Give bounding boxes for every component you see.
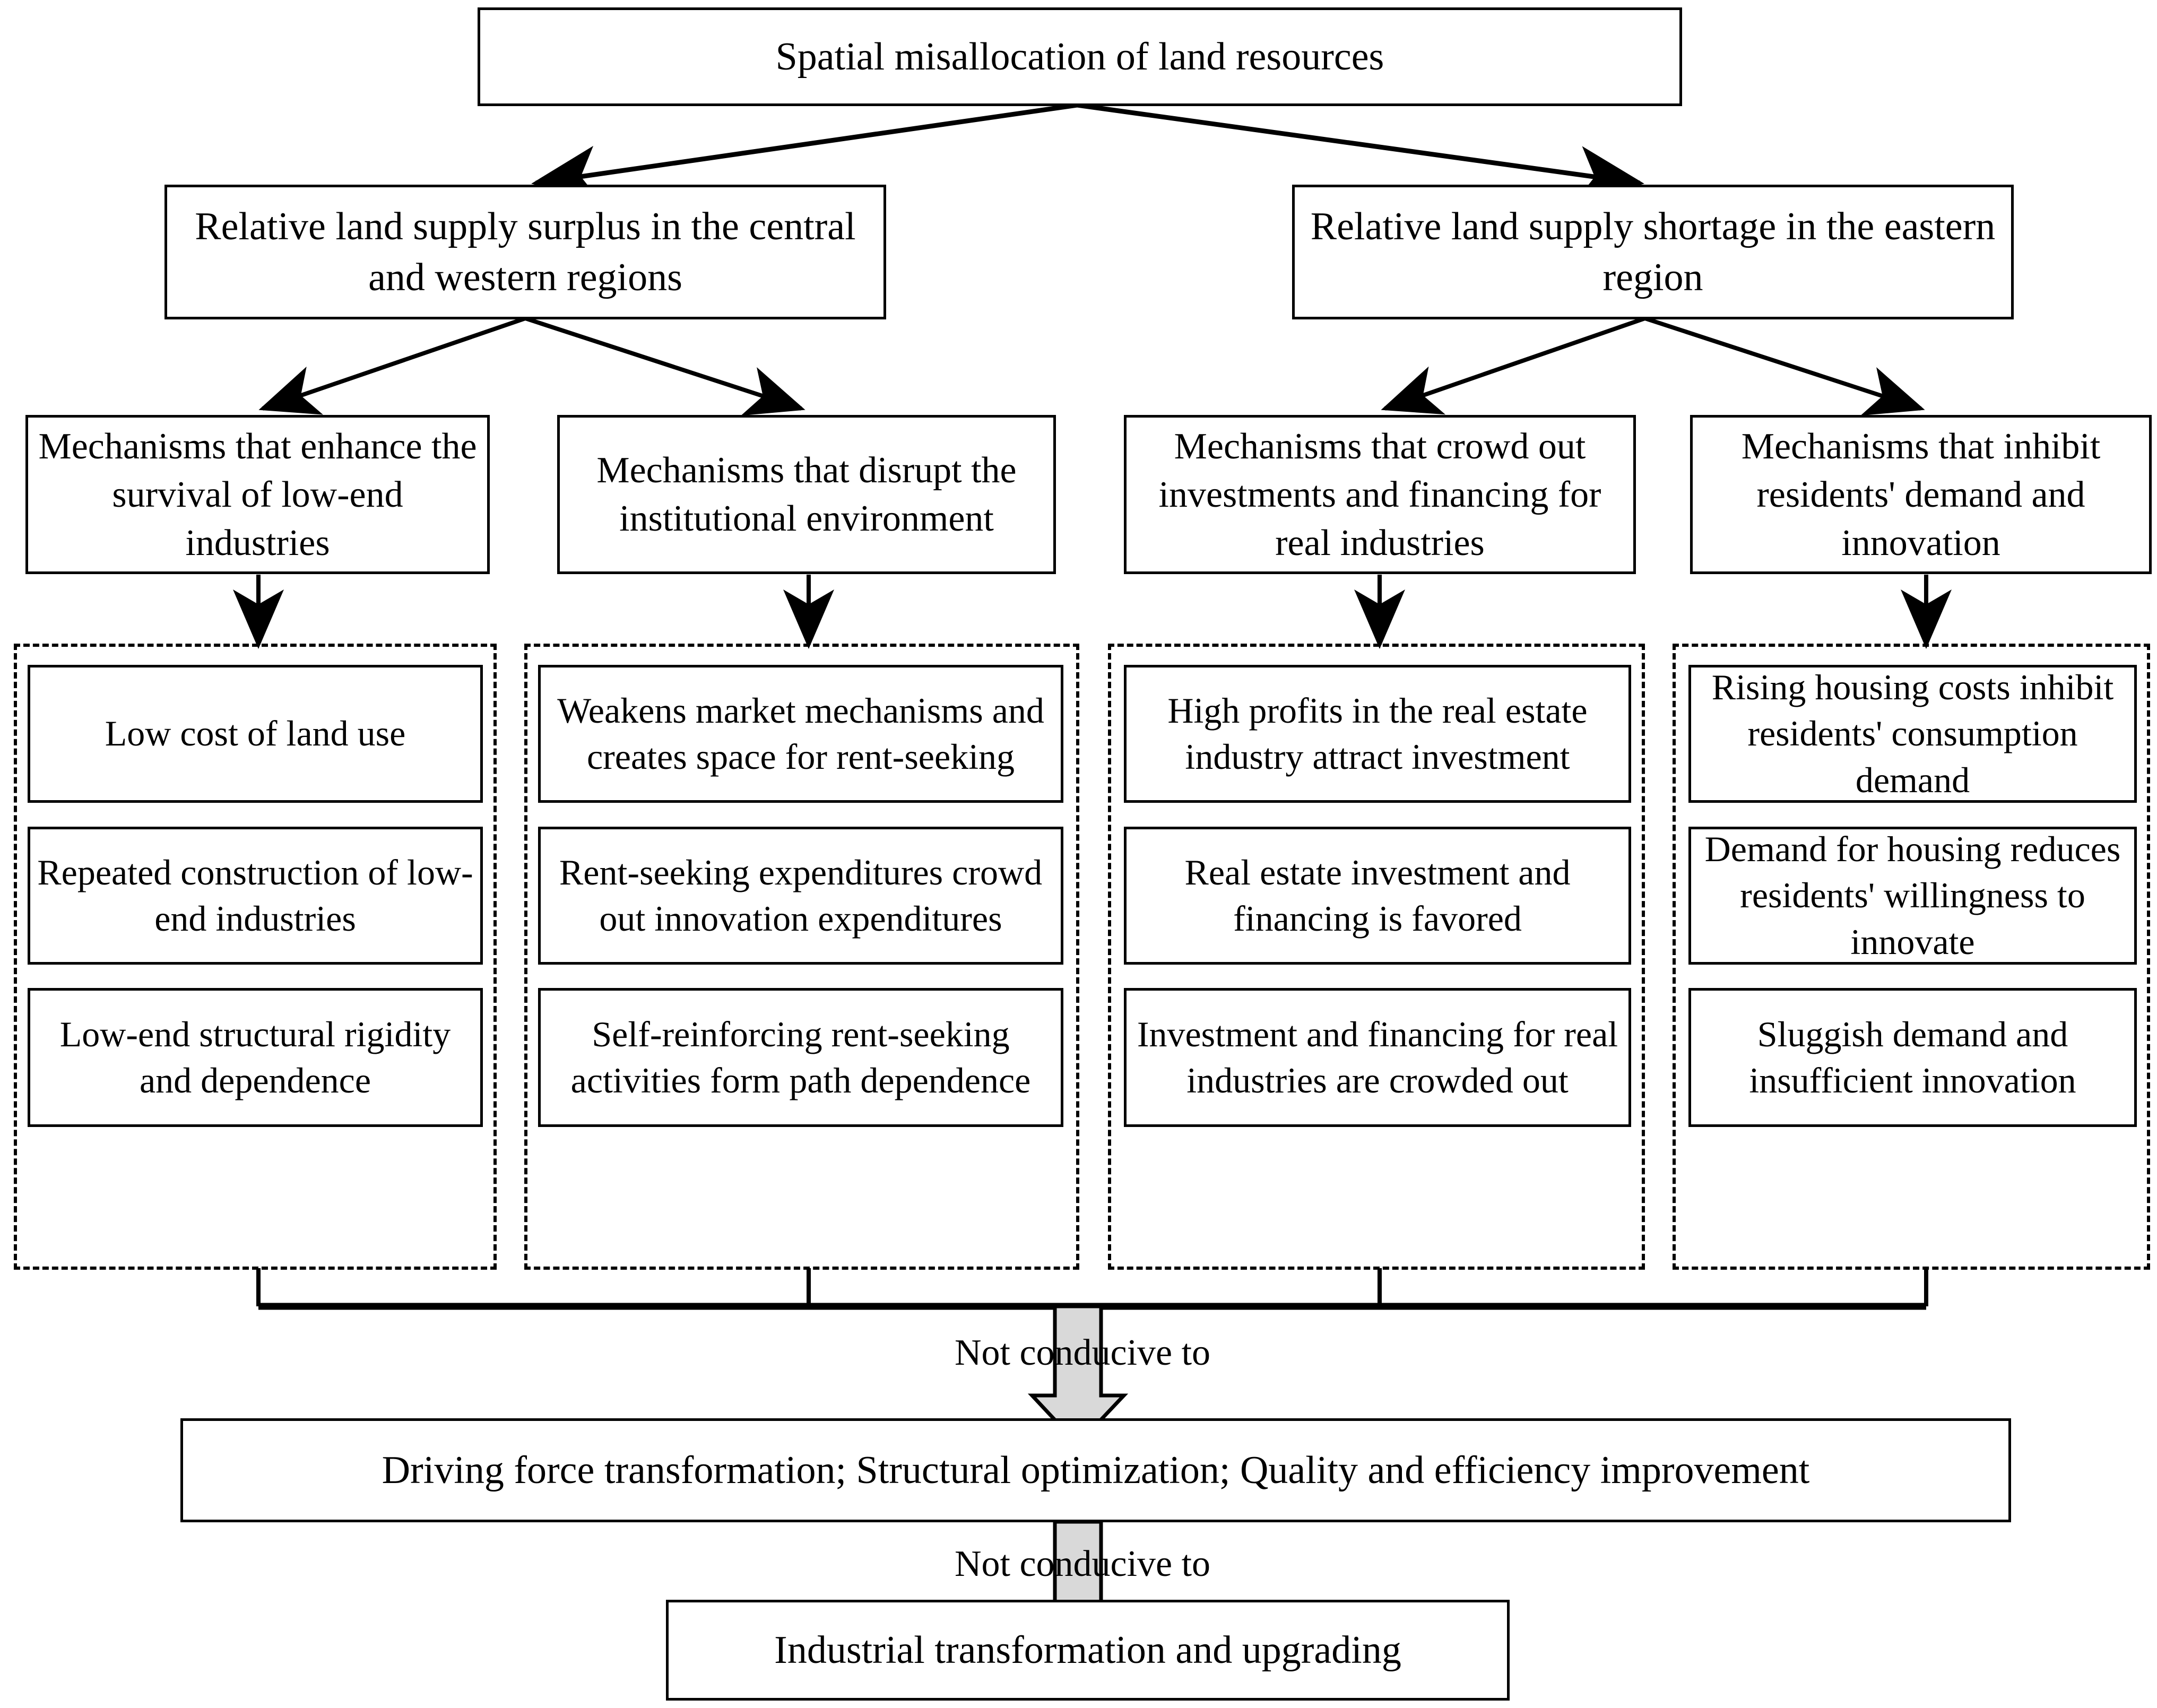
leaf-g3-3[interactable]: Investment and financing for real indust… (1124, 988, 1631, 1127)
leaf-g2-3-label: Self-reinforcing rent-seeking activities… (570, 1013, 1031, 1100)
node-level2-right-label: Relative land supply shortage in the eas… (1310, 204, 1996, 299)
leaf-g2-2-label: Rent-seeking expenditures crowd out inno… (559, 852, 1043, 939)
node-mechanism-4-label: Mechanisms that inhibit residents' deman… (1741, 426, 2101, 563)
leaf-g2-2[interactable]: Rent-seeking expenditures crowd out inno… (538, 827, 1063, 965)
leaf-g2-1[interactable]: Weakens market mechanisms and creates sp… (538, 665, 1063, 803)
leaf-g2-1-label: Weakens market mechanisms and creates sp… (557, 690, 1044, 777)
edge-root-to-left (531, 102, 1078, 203)
leaf-g1-2[interactable]: Repeated construction of low-end industr… (28, 827, 483, 965)
node-root-label: Spatial misallocation of land resources (775, 34, 1384, 79)
node-mechanism-3[interactable]: Mechanisms that crowd out investments an… (1124, 415, 1636, 574)
leaf-g3-3-label: Investment and financing for real indust… (1137, 1013, 1618, 1100)
edge-root-to-right (1077, 102, 1644, 203)
leaf-g1-3[interactable]: Low-end structural rigidity and dependen… (28, 988, 483, 1127)
node-outcome[interactable]: Driving force transformation; Structural… (180, 1418, 2011, 1522)
leaf-g4-1[interactable]: Rising housing costs inhibit residents' … (1688, 665, 2137, 803)
edge-right-to-m4 (1644, 316, 1925, 416)
edge-groups-manifold (256, 1268, 1928, 1310)
leaf-g3-2[interactable]: Real estate investment and financing is … (1124, 827, 1631, 965)
dashed-group-4 (1673, 644, 2150, 1270)
node-root[interactable]: Spatial misallocation of land resources (478, 7, 1682, 106)
node-level2-left[interactable]: Relative land supply surplus in the cent… (164, 185, 886, 319)
edge-label-not-conducive-1-text: Not conducive to (954, 1332, 1211, 1373)
node-final-label: Industrial transformation and upgrading (774, 1628, 1401, 1672)
edge-left-to-m1 (258, 316, 526, 415)
dashed-group-3 (1108, 644, 1645, 1270)
edge-label-not-conducive-2-text: Not conducive to (954, 1544, 1211, 1584)
node-outcome-label: Driving force transformation; Structural… (382, 1448, 1810, 1492)
leaf-g2-3[interactable]: Self-reinforcing rent-seeking activities… (538, 988, 1063, 1127)
leaf-g3-2-label: Real estate investment and financing is … (1184, 852, 1571, 939)
dashed-group-2 (524, 644, 1079, 1270)
leaf-g4-2-label: Demand for housing reduces residents' wi… (1704, 829, 2121, 962)
node-mechanism-3-label: Mechanisms that crowd out investments an… (1158, 426, 1601, 563)
leaf-g3-1[interactable]: High profits in the real estate industry… (1124, 665, 1631, 803)
edge-label-not-conducive-2: Not conducive to (934, 1543, 1231, 1585)
leaf-g1-2-label: Repeated construction of low-end industr… (37, 852, 473, 939)
node-final[interactable]: Industrial transformation and upgrading (666, 1600, 1510, 1701)
edge-left-to-m2 (524, 316, 805, 416)
leaf-g3-1-label: High profits in the real estate industry… (1167, 690, 1588, 777)
node-mechanism-2-label: Mechanisms that disrupt the institutiona… (596, 450, 1017, 539)
edge-label-not-conducive-1: Not conducive to (934, 1332, 1231, 1374)
leaf-g4-1-label: Rising housing costs inhibit residents' … (1711, 667, 2114, 800)
leaf-g4-3[interactable]: Sluggish demand and insufficient innovat… (1688, 988, 2137, 1127)
leaf-g1-3-label: Low-end structural rigidity and dependen… (59, 1013, 451, 1100)
edge-right-to-m3 (1381, 316, 1646, 415)
leaf-g4-3-label: Sluggish demand and insufficient innovat… (1749, 1013, 2076, 1100)
node-mechanism-1[interactable]: Mechanisms that enhance the survival of … (25, 415, 490, 574)
leaf-g4-2[interactable]: Demand for housing reduces residents' wi… (1688, 827, 2137, 965)
leaf-g1-1-label: Low cost of land use (105, 713, 406, 754)
node-mechanism-1-label: Mechanisms that enhance the survival of … (38, 426, 477, 563)
node-mechanism-4[interactable]: Mechanisms that inhibit residents' deman… (1690, 415, 2152, 574)
dashed-group-1 (14, 644, 497, 1270)
node-mechanism-2[interactable]: Mechanisms that disrupt the institutiona… (557, 415, 1056, 574)
node-level2-right[interactable]: Relative land supply shortage in the eas… (1292, 185, 2014, 319)
node-level2-left-label: Relative land supply surplus in the cent… (195, 204, 856, 299)
leaf-g1-1[interactable]: Low cost of land use (28, 665, 483, 803)
